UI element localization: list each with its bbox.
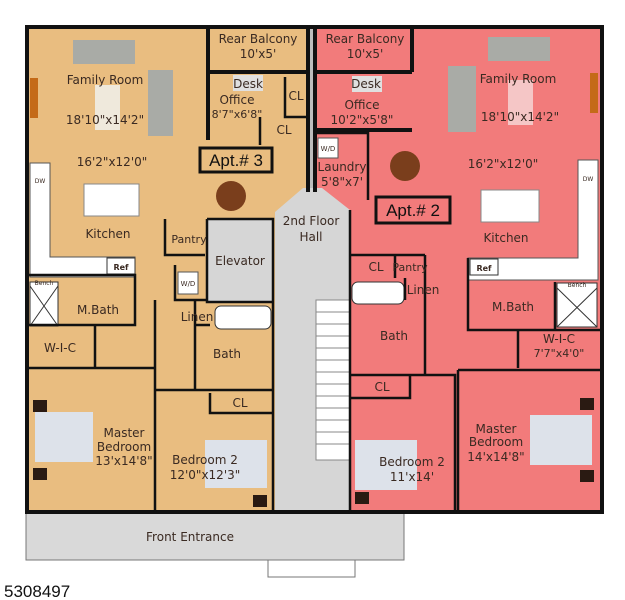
family-room-label: Family Room	[67, 73, 144, 87]
closet-label: CL	[276, 123, 291, 137]
kitchen-label: Kitchen	[483, 231, 528, 245]
master-bedroom-dim: 14'x14'8"	[467, 450, 524, 464]
hall-label: 2nd Floor	[283, 214, 340, 228]
pantry-label: Pantry	[392, 261, 428, 274]
apt2-labels: Rear Balcony 10'x5' Desk Office 10'2"x5'…	[318, 32, 594, 484]
apt3-tag: Apt.# 3	[198, 146, 274, 174]
desk-label: Desk	[351, 77, 381, 91]
showers	[29, 281, 598, 330]
walk-in-closet-label: W-I-C	[44, 341, 76, 355]
dishwasher-label: DW	[35, 178, 46, 185]
family-room-dim: 18'10"x14'2"	[481, 110, 559, 124]
master-bath-label: M.Bath	[77, 303, 119, 317]
master-bedroom-dim: 13'x14'8"	[95, 454, 152, 468]
elevator-label: Elevator	[215, 254, 265, 268]
master-bedroom-label: Bedroom	[469, 435, 523, 449]
front-step	[267, 559, 356, 578]
stairs	[315, 299, 351, 461]
office-label: Office	[344, 98, 379, 112]
walk-in-closet-label: W-I-C	[543, 332, 575, 346]
apt3-label: Apt.# 3	[209, 151, 263, 170]
walk-in-closet-dim: 7'7"x4'0"	[534, 347, 585, 360]
closet-label: CL	[232, 396, 247, 410]
bedroom-2-dim: 12'0"x12'3"	[170, 468, 241, 482]
kitchen-label: Kitchen	[85, 227, 130, 241]
family-room-label: Family Room	[480, 72, 557, 86]
walls	[25, 25, 604, 514]
pantry-label: Pantry	[171, 233, 207, 246]
rear-balcony-dim: 10'x5'	[347, 47, 384, 61]
rear-balcony-label: Rear Balcony	[219, 32, 298, 46]
elevator	[207, 219, 273, 302]
linen-label: Linen	[181, 310, 214, 324]
bedroom-2-label: Bedroom 2	[379, 455, 445, 469]
bench-label: Bench	[568, 282, 587, 289]
family-room-dim: 18'10"x14'2"	[66, 113, 144, 127]
bath-label: Bath	[380, 329, 408, 343]
washer-dryer-label: W/D	[181, 280, 196, 288]
hall-label: Hall	[299, 230, 322, 244]
master-bedroom-label: Master	[104, 426, 145, 440]
front-entrance-label: Front Entrance	[146, 530, 234, 544]
washer-dryer-label: W/D	[321, 145, 336, 153]
linen-label: Linen	[407, 283, 440, 297]
divider-strip	[308, 27, 315, 192]
closet-label: CL	[374, 380, 389, 394]
refrigerator-label: Ref	[113, 263, 129, 272]
apt2-label: Apt.# 2	[386, 201, 440, 220]
front-entrance-porch	[25, 512, 405, 561]
refrigerator-label: Ref	[476, 264, 492, 273]
furniture	[30, 37, 598, 507]
office-label: Office	[219, 93, 254, 107]
laundry-dim: 5'8"x7'	[321, 175, 363, 189]
bench-label: Bench	[35, 280, 54, 287]
kitchen-dim: 16'2"x12'0"	[468, 157, 539, 171]
closet-label: CL	[288, 89, 303, 103]
dishwasher-label: DW	[583, 176, 594, 183]
master-bedroom-label: Bedroom	[97, 440, 151, 454]
master-bath-label: M.Bath	[492, 300, 534, 314]
desk-label: Desk	[233, 77, 263, 91]
closet-label: CL	[368, 260, 383, 274]
apt3-labels: Rear Balcony 10'x5' Desk Office 8'7"x6'8…	[35, 32, 304, 482]
second-floor-hall	[275, 188, 350, 255]
master-bedroom-label: Master	[476, 422, 517, 436]
kitchen-dim: 16'2"x12'0"	[77, 155, 148, 169]
rear-balcony-label: Rear Balcony	[326, 32, 405, 46]
bedroom-2-label: Bedroom 2	[172, 453, 238, 467]
rear-balcony-dim: 10'x5'	[240, 47, 277, 61]
laundry-label: Laundry	[318, 160, 367, 174]
listing-id: 5308497	[4, 582, 70, 600]
bath-label: Bath	[213, 347, 241, 361]
apt2-tag: Apt.# 2	[374, 195, 452, 225]
bedroom-2-dim: 11'x14'	[390, 470, 434, 484]
office-dim: 8'7"x6'8"	[212, 108, 263, 121]
office-dim: 10'2"x5'8"	[331, 113, 394, 127]
